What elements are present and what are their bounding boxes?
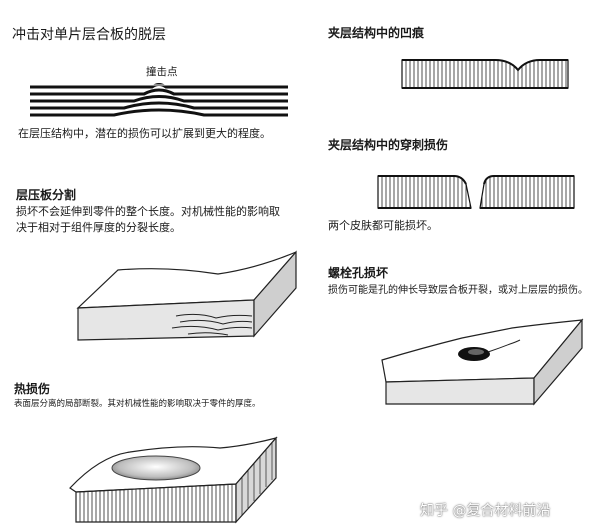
- impact-title: 冲击对单片层合板的脱层: [12, 27, 166, 43]
- puncture-title: 夹层结构中的穿刺损伤: [328, 138, 449, 152]
- watermark: 知乎 @复合材料前沿: [420, 503, 551, 519]
- bolt-title: 螺栓孔损坏: [328, 266, 389, 280]
- heat-title: 热损伤: [14, 382, 51, 396]
- laminate-split-diagram: [76, 250, 297, 341]
- dent-sandwich-diagram: [401, 59, 569, 89]
- bolt-hole-diagram: [381, 318, 584, 406]
- split-description-line1: 损坏不会延伸到零件的整个长度。对机械性能的影响取: [16, 205, 280, 218]
- impact-point-label: 撞击点: [146, 66, 178, 78]
- split-title: 层压板分割: [16, 188, 77, 202]
- puncture-sandwich-diagram: [377, 175, 575, 209]
- split-description-line2: 决于相对于组件厚度的分裂长度。: [16, 221, 181, 234]
- impact-laminate-diagram: [30, 83, 288, 117]
- impact-description: 在层压结构中，潜在的损伤可以扩展到更大的程度。: [18, 127, 271, 140]
- puncture-description: 两个皮肤都可能损坏。: [328, 219, 438, 232]
- heat-damage-diagram: [69, 436, 278, 524]
- heat-blister: [111, 455, 201, 481]
- dent-title: 夹层结构中的凹痕: [328, 26, 425, 40]
- bolt-description: 损伤可能是孔的伸长导致层合板开裂，或对上层层的损伤。: [328, 285, 588, 296]
- heat-description: 表面层分离的局部断裂。其对机械性能的影响取决于零件的厚度。: [14, 399, 261, 409]
